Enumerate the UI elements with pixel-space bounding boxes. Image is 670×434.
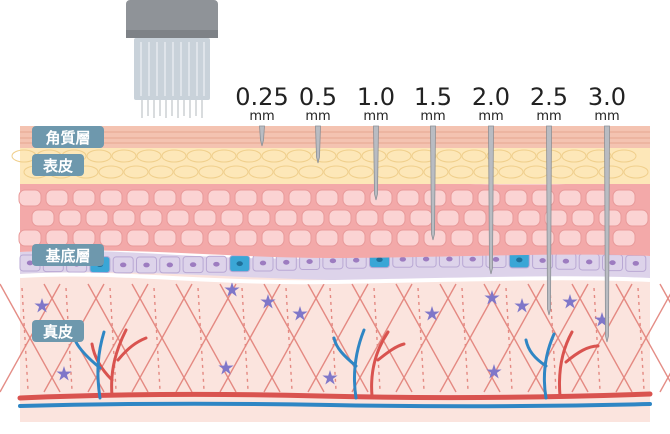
needle-2-5: 2.5mm	[530, 83, 568, 316]
needle-1-0: 1.0mm	[357, 83, 395, 201]
layer-label-dermis: 真皮	[43, 323, 73, 341]
needle-0-5: 0.5mm	[299, 83, 337, 164]
needle-value-label: 2.5	[530, 83, 568, 111]
needle-value-label: 0.5	[299, 83, 337, 111]
layer-label-epidermis: 表皮	[43, 157, 73, 175]
layer-tag-dermis: 真皮	[32, 320, 84, 342]
needle-unit-label: mm	[249, 109, 274, 124]
needle-shaft	[488, 125, 494, 275]
collagen-fibers	[0, 283, 670, 393]
needle-unit-label: mm	[478, 109, 503, 124]
epidermis-layer	[18, 178, 650, 258]
needle-3-0: 3.0mm	[588, 83, 626, 343]
layer-tag-stratum-corneum: 角質層	[32, 126, 104, 148]
layer-label-stratum-corneum: 角質層	[45, 129, 90, 147]
needle-shaft	[259, 125, 265, 147]
needle-value-label: 1.5	[414, 83, 452, 111]
needle-value-label: 3.0	[588, 83, 626, 111]
needle-1-5: 1.5mm	[414, 83, 452, 241]
granular-layer	[11, 146, 650, 184]
fibroblasts	[34, 282, 610, 385]
stratum-corneum-layer	[20, 126, 650, 148]
needle-value-label: 1.0	[357, 83, 395, 111]
needle-shaft	[315, 125, 321, 164]
layer-label-basal: 基底層	[44, 247, 90, 265]
needle-shaft	[546, 125, 552, 316]
needle-shaft	[430, 125, 436, 241]
needle-unit-label: mm	[536, 109, 561, 124]
needle-shaft	[373, 125, 379, 201]
needle-unit-label: mm	[363, 109, 388, 124]
layer-tag-epidermis: 表皮	[32, 154, 84, 176]
needle-unit-label: mm	[594, 109, 619, 124]
needle-value-label: 2.0	[472, 83, 510, 111]
layer-tag-basal: 基底層	[32, 244, 104, 266]
needle-shaft	[604, 125, 610, 343]
needle-unit-label: mm	[420, 109, 445, 124]
needle-2-0: 2.0mm	[472, 83, 510, 275]
blood-vessels	[17, 328, 653, 409]
needle-unit-label: mm	[305, 109, 330, 124]
dermis-background	[20, 272, 650, 422]
needle-value-label: 0.25	[235, 83, 288, 111]
microneedle-device-icon	[126, 0, 218, 118]
